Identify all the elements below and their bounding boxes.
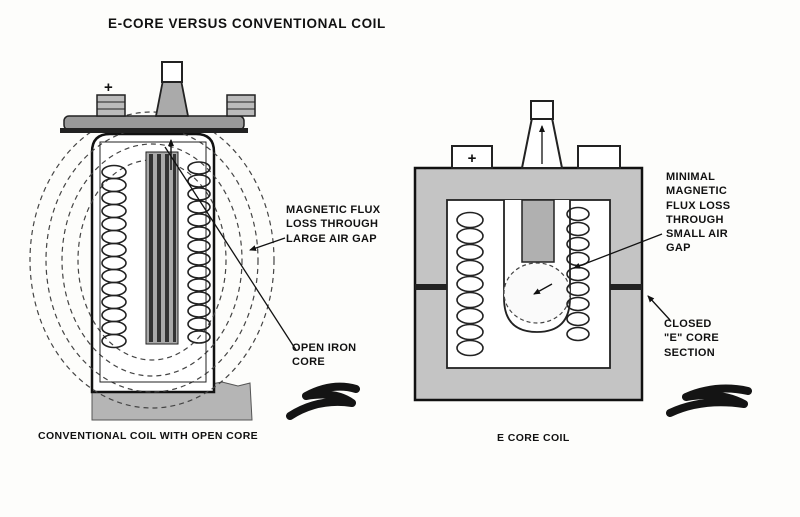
plus-terminal-label: + (468, 150, 477, 167)
e-core-coil-illustration: + (413, 100, 752, 417)
core-seam-left (415, 284, 447, 290)
primary-winding-right (187, 161, 211, 344)
ht-tower (154, 79, 190, 117)
terminal-nut-left (96, 94, 126, 117)
open-iron-core (145, 151, 179, 345)
flux-loss-leader-line (249, 237, 286, 251)
mounting-clip (666, 384, 752, 417)
conventional-coil-caption: CONVENTIONAL COIL WITH OPEN CORE (38, 430, 259, 442)
primary-winding-left (101, 164, 127, 349)
flux-loss-label: MAGNETIC FLUX LOSS THROUGH LARGE AIR GAP (286, 204, 381, 245)
open-iron-core-label: OPEN IRON CORE (292, 342, 357, 369)
closed-e-core-label: CLOSED "E" CORE SECTION (664, 318, 720, 359)
center-core-leg (521, 199, 555, 263)
ecore-ht-tower-tip (530, 100, 554, 120)
open-core-leader-line (164, 146, 297, 351)
flange-bar (60, 128, 248, 133)
ecore-plus-terminal: + (451, 145, 493, 169)
e-core-coil-caption: E CORE COIL (497, 432, 570, 444)
gap-flux-arrow (533, 283, 553, 295)
closed-core-leader-line (647, 295, 671, 321)
ht-tower-tip (161, 61, 183, 83)
mounting-clip (286, 382, 360, 420)
terminal-nut-right (226, 94, 256, 117)
ecore-winding-left (456, 211, 484, 357)
minimal-flux-loss-label: MINIMAL MAGNETIC FLUX LOSS THROUGH SMALL… (666, 171, 731, 255)
mounting-flange (63, 115, 245, 131)
coil-liner (99, 141, 207, 383)
core-seam-right (610, 284, 642, 290)
conventional-coil-illustration: + (29, 61, 360, 421)
minimal-flux-leader-line (573, 233, 663, 269)
page-title: E-CORE VERSUS CONVENTIONAL COIL (108, 16, 386, 31)
ecore-secondary-terminal (577, 145, 621, 169)
plus-terminal-label: + (104, 79, 113, 96)
